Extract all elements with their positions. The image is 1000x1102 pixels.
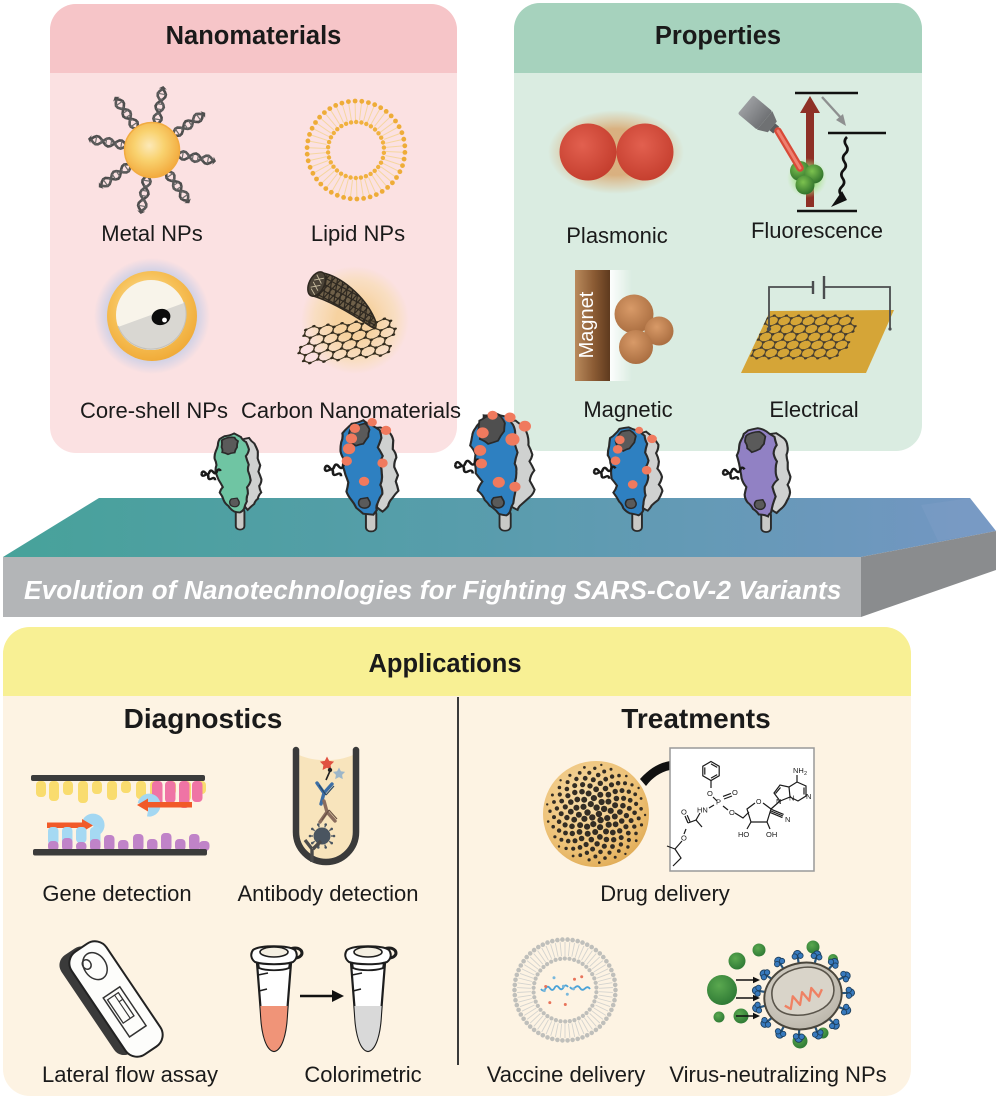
svg-text:O: O xyxy=(756,799,762,806)
svg-text:N: N xyxy=(789,794,794,803)
svg-text:O: O xyxy=(707,789,713,798)
svg-text:NH: NH xyxy=(793,766,804,775)
svg-text:HN: HN xyxy=(697,806,708,815)
svg-text:O: O xyxy=(732,788,738,797)
svg-text:OH: OH xyxy=(766,830,777,839)
svg-text:O: O xyxy=(681,808,687,817)
svg-text:2: 2 xyxy=(804,771,807,777)
svg-text:N: N xyxy=(785,815,790,824)
svg-text:N: N xyxy=(806,792,811,801)
svg-text:O: O xyxy=(729,808,735,817)
svg-text:N: N xyxy=(776,797,781,806)
svg-text:P: P xyxy=(716,798,721,807)
svg-text:O: O xyxy=(681,834,687,843)
svg-text:Magnet: Magnet xyxy=(576,291,598,358)
svg-text:HO: HO xyxy=(738,830,749,839)
